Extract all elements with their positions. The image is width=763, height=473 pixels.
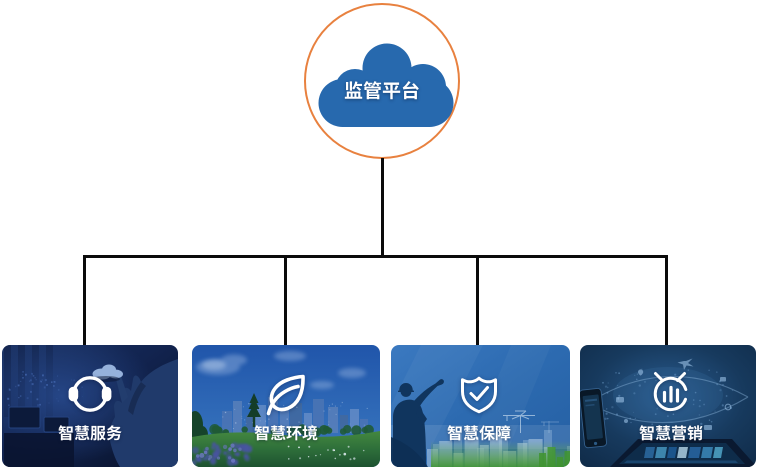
card-smart-service[interactable]: 智慧服务 [2,345,178,467]
connector-drop-3 [475,256,479,345]
card-smart-security[interactable]: 智慧保障 [391,345,570,467]
smart-environment-photo [192,345,380,467]
leaf-icon [266,374,305,416]
smart-security-photo [391,345,570,467]
connector-drop-4 [665,256,668,345]
card-label [58,425,122,441]
shield-check-icon [461,376,497,414]
headset-icon [68,376,112,412]
connector-drop-2 [283,256,287,345]
smart-service-photo [2,345,178,467]
cloud-icon [318,43,454,127]
card-label [447,425,511,441]
connector-horizontal [83,254,668,258]
root-node-platform[interactable]: 监管平台 [304,3,460,159]
root-node-label [344,80,420,100]
connector-drop-1 [83,256,86,345]
card-label [254,425,318,441]
smart-marketing-photo [580,345,756,467]
card-smart-environment[interactable]: 智慧环境 [192,345,380,467]
card-label [638,425,703,441]
marketing-signal-icon [653,372,687,412]
connector-trunk [380,158,384,256]
card-smart-marketing[interactable]: 智慧营销 [580,345,756,467]
